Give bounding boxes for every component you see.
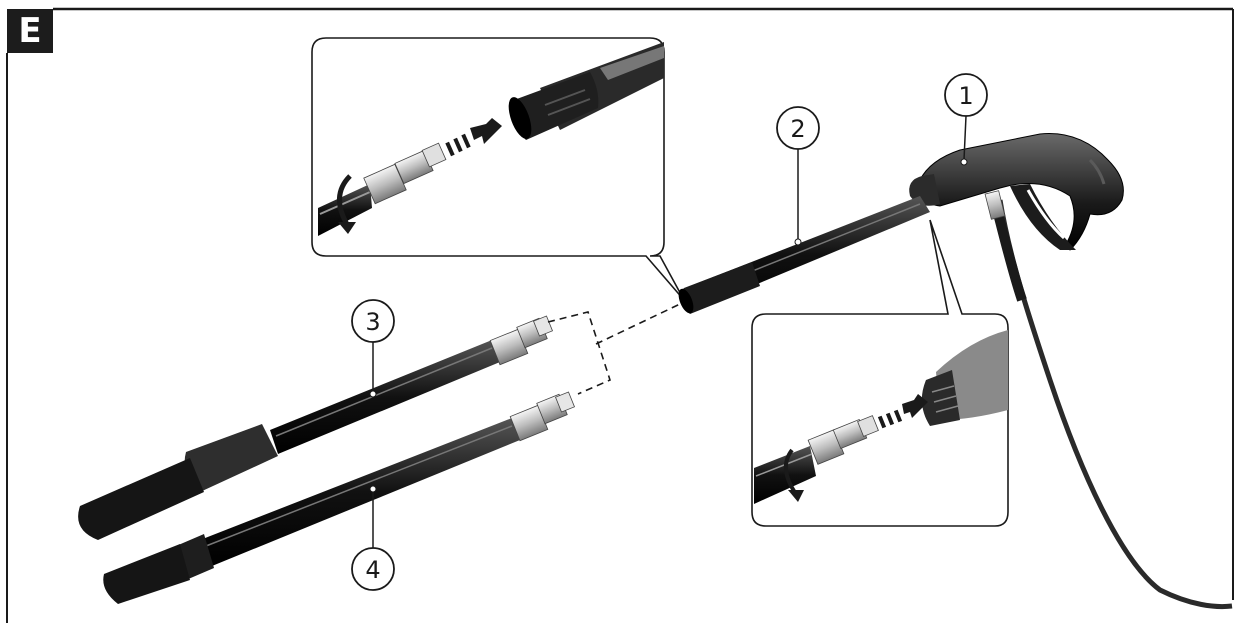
callout-4-label: 4 [365, 556, 380, 584]
wand-end-detail [508, 42, 664, 140]
section-badge: E [7, 9, 53, 53]
page-border [6, 7, 1234, 623]
connection-dashes [547, 303, 681, 395]
spray-gun-handle [909, 133, 1233, 610]
inset-lance-connection [311, 37, 685, 301]
lance-4 [103, 391, 576, 604]
extension-wand [678, 196, 930, 314]
callout-2-label: 2 [790, 115, 805, 143]
callout-3: 3 [351, 299, 395, 398]
insert-arrow-icon [445, 118, 502, 157]
callout-3-label: 3 [365, 308, 380, 336]
inset-wand-connection [751, 219, 1009, 527]
callout-2: 2 [776, 106, 820, 246]
lance-3 [78, 315, 554, 540]
rotate-arrow-icon-2 [788, 490, 804, 502]
callout-1: 1 [944, 73, 988, 166]
lance-end-detail [318, 142, 447, 236]
callout-1-label: 1 [958, 82, 973, 110]
rotate-arrow-icon [338, 222, 356, 234]
callout-4: 4 [351, 485, 395, 591]
insert-arrow-icon-2 [877, 394, 928, 429]
